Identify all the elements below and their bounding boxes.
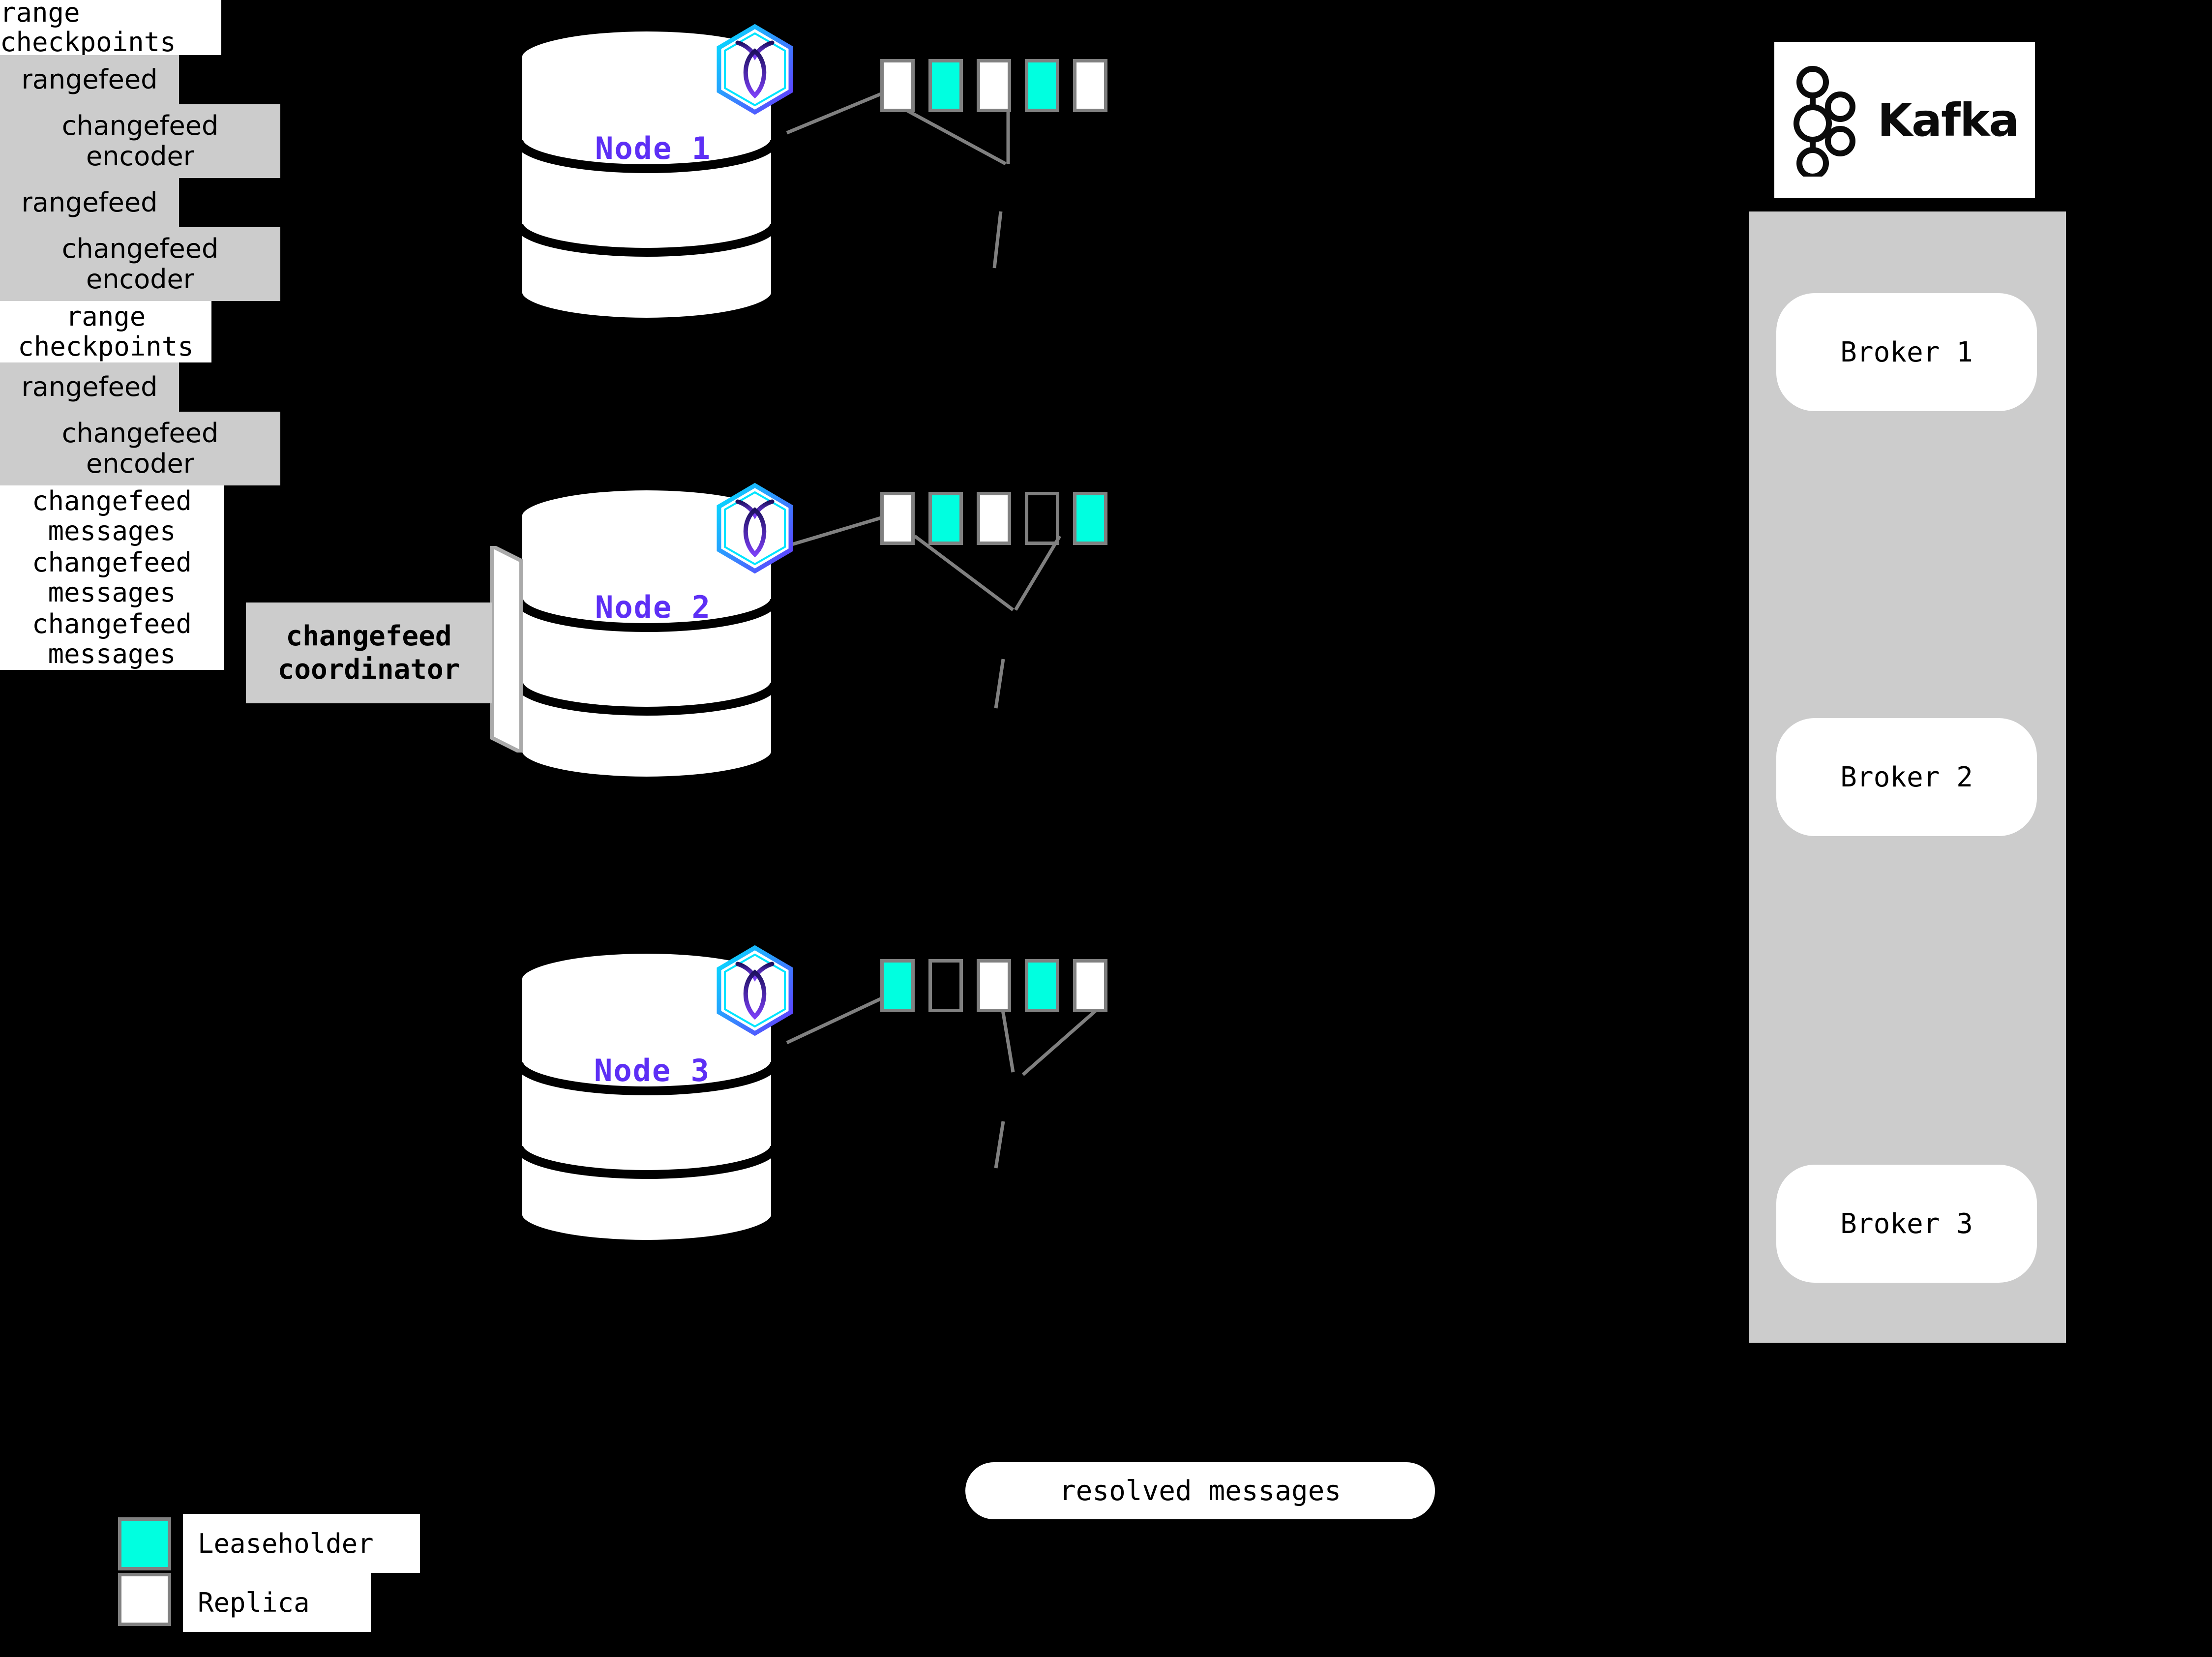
label-line-1: changefeed [31, 547, 192, 578]
legend-label-leaseholder: Leaseholder [183, 1514, 420, 1573]
range-box-leaseholder[interactable] [880, 959, 915, 1012]
node-1-changefeed-encoder[interactable]: changefeed encoder [0, 104, 280, 178]
kafka-wordmark: Kafka [1877, 93, 2020, 147]
coordinator-line-2: coordinator [277, 653, 460, 686]
label-line-1: changefeed [31, 485, 192, 517]
range-box-leaseholder[interactable] [1025, 59, 1059, 112]
label-line-2: checkpoints [0, 27, 176, 55]
node-1-range-checkpoints-label: range checkpoints [0, 0, 221, 55]
label-line-1: changefeed [31, 608, 192, 640]
label-line-2: messages [48, 515, 176, 546]
range-box-leaseholder[interactable] [1073, 492, 1107, 545]
range-box-replica[interactable] [1073, 959, 1107, 1012]
label-line-1: range [0, 0, 80, 28]
changefeed-coordinator-flag: changefeed coordinator [246, 542, 541, 756]
node-3-rangefeed[interactable]: rangefeed [0, 362, 179, 412]
node-2-label: Node 2 [595, 589, 711, 625]
range-box-empty[interactable] [928, 959, 963, 1012]
encoder-line-2: encoder [86, 141, 194, 172]
encoder-line-2: encoder [86, 264, 194, 295]
kafka-broker-3[interactable]: Broker 3 [1776, 1165, 2037, 1283]
label-line-2: messages [48, 576, 176, 608]
node-3-ranges [880, 959, 1107, 1012]
range-box-leaseholder[interactable] [1025, 959, 1059, 1012]
changefeed-coordinator[interactable]: changefeed coordinator [246, 603, 492, 703]
kafka-mark-icon [1793, 66, 1855, 177]
range-box-replica[interactable] [977, 492, 1011, 545]
node-2-ranges [880, 492, 1107, 545]
label-line-2: checkpoints [18, 331, 194, 362]
node-3-label: Node 3 [594, 1053, 710, 1088]
node-3-range-checkpoints-label: range checkpoints [0, 301, 211, 362]
cockroachdb-logo-icon [708, 942, 802, 1052]
range-box-replica[interactable] [977, 959, 1011, 1012]
kafka-logo: Kafka [1774, 42, 2035, 198]
range-box-empty[interactable] [1025, 492, 1059, 545]
coordinator-line-1: changefeed [286, 620, 452, 653]
node-1-label: Node 1 [595, 130, 711, 166]
resolved-messages-pill[interactable]: resolved messages [965, 1462, 1435, 1519]
node-1-rangefeed[interactable]: rangefeed [0, 55, 179, 104]
node-2-rangefeed[interactable]: rangefeed [0, 178, 179, 227]
cockroachdb-logo-icon [708, 21, 802, 131]
node-3-changefeed-encoder[interactable]: changefeed encoder [0, 412, 280, 485]
encoder-line-1: changefeed [61, 110, 219, 141]
encoder-line-1: changefeed [61, 233, 219, 264]
range-box-leaseholder[interactable] [928, 492, 963, 545]
kafka-broker-1[interactable]: Broker 1 [1776, 293, 2037, 411]
encoder-line-2: encoder [86, 448, 194, 479]
label-line-2: messages [48, 638, 176, 669]
range-box-replica[interactable] [1073, 59, 1107, 112]
node-3-cylinder [514, 949, 779, 1244]
range-box-leaseholder[interactable] [928, 59, 963, 112]
changefeed-messages-label-1: changefeed messages [0, 485, 224, 547]
label-line-1: range [65, 301, 146, 332]
node-2-cylinder [514, 486, 779, 781]
changefeed-messages-label-3: changefeed messages [0, 608, 224, 670]
legend-swatch-replica [118, 1573, 171, 1626]
encoder-line-1: changefeed [61, 417, 219, 449]
range-box-replica[interactable] [880, 59, 915, 112]
legend-swatch-leaseholder [118, 1517, 171, 1570]
legend-label-replica: Replica [183, 1573, 371, 1632]
node-2-changefeed-encoder[interactable]: changefeed encoder [0, 227, 280, 301]
cockroachdb-logo-icon [708, 480, 802, 590]
node-1-ranges [880, 59, 1107, 112]
kafka-broker-2[interactable]: Broker 2 [1776, 718, 2037, 836]
node-1-cylinder [514, 27, 779, 322]
range-box-replica[interactable] [977, 59, 1011, 112]
range-box-replica[interactable] [880, 492, 915, 545]
changefeed-messages-label-2: changefeed messages [0, 547, 224, 608]
